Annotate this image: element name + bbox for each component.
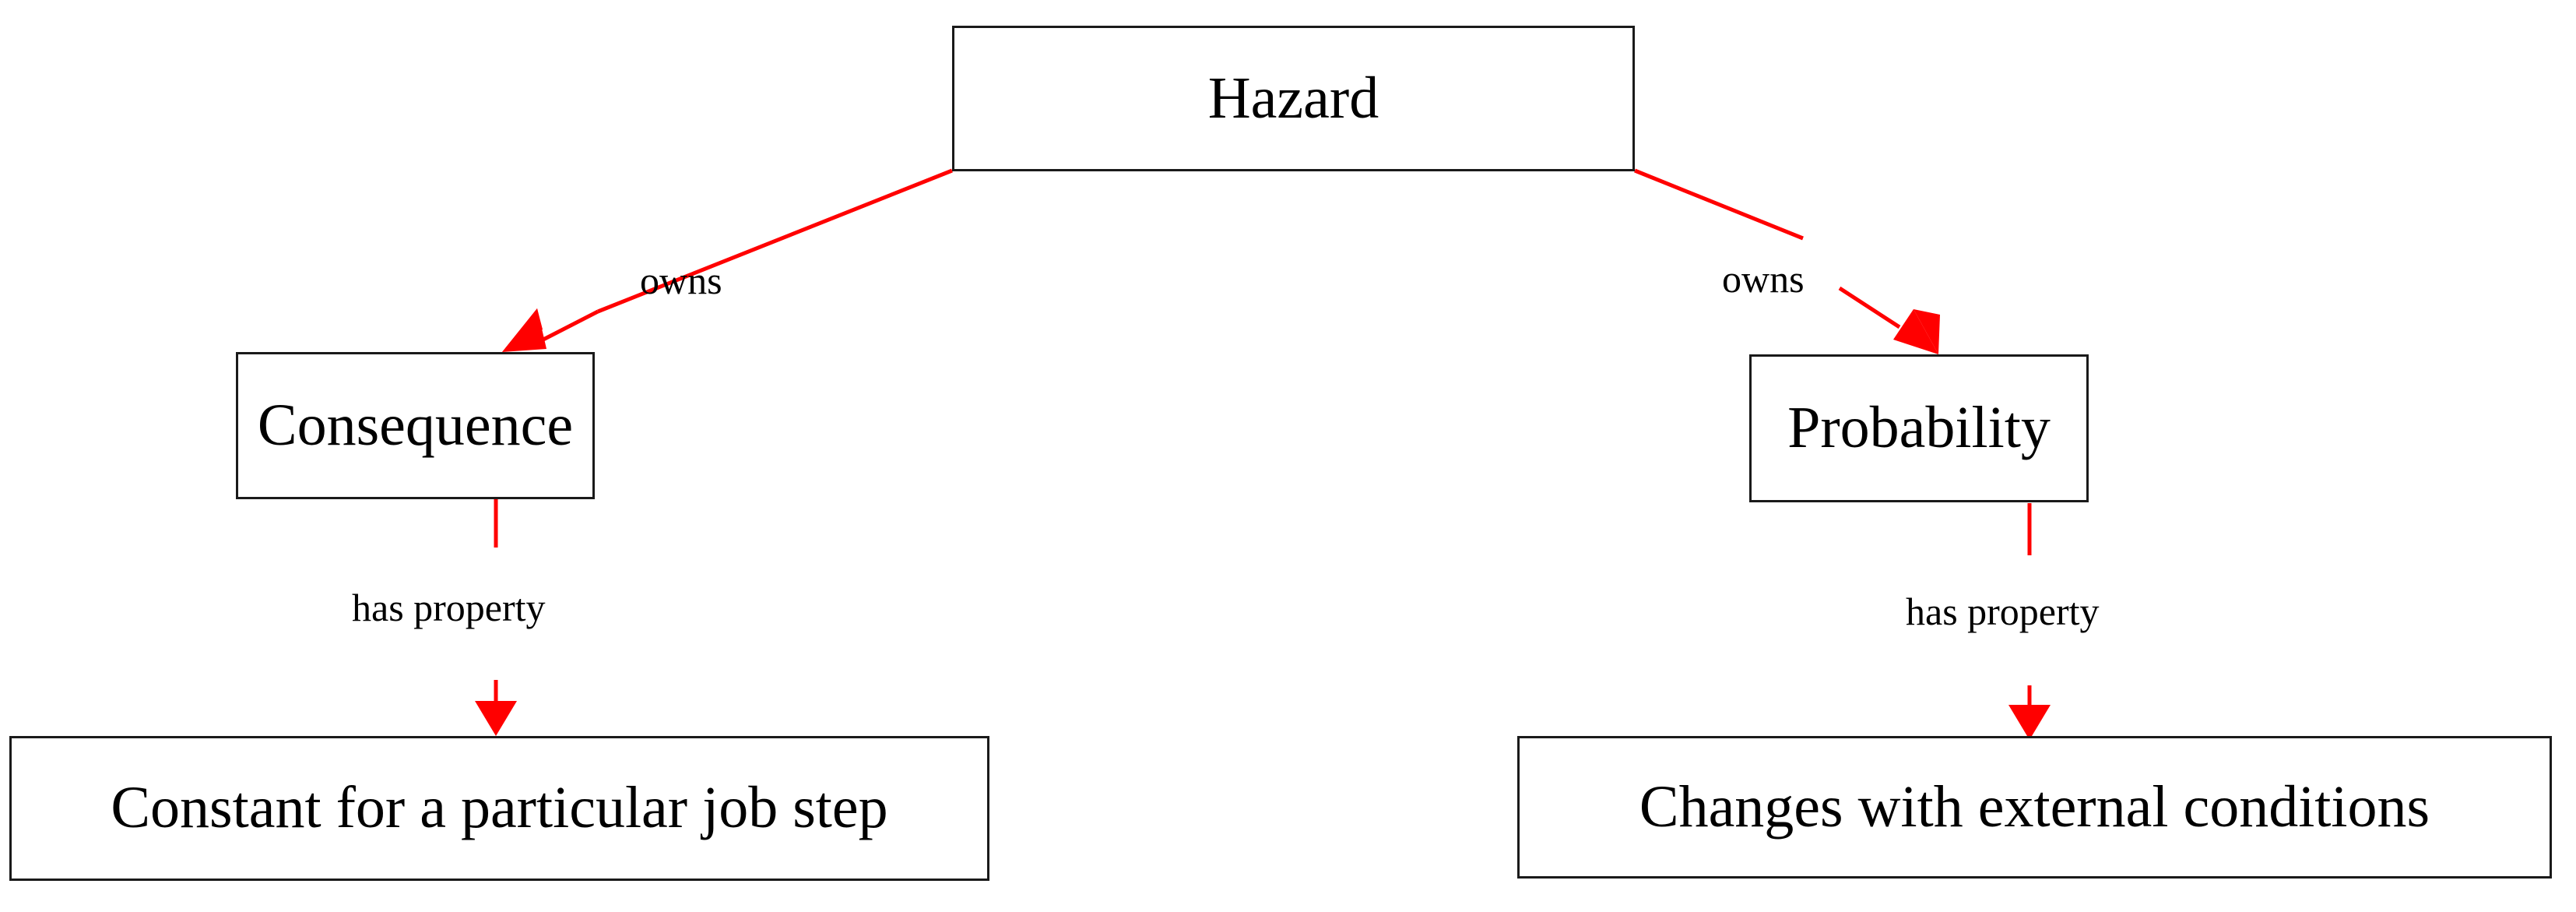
node-probability-label: Probability: [1787, 395, 2051, 461]
node-constant-for-job-step-label: Constant for a particular job step: [111, 775, 888, 841]
edge-label-owns-left: owns: [640, 259, 722, 302]
node-hazard[interactable]: Hazard: [952, 26, 1635, 171]
node-constant-for-job-step[interactable]: Constant for a particular job step: [9, 736, 989, 881]
node-consequence[interactable]: Consequence: [236, 352, 595, 499]
node-hazard-label: Hazard: [1207, 65, 1379, 131]
node-probability[interactable]: Probability: [1749, 354, 2089, 502]
node-consequence-label: Consequence: [257, 392, 574, 458]
edge-label-has-property-right: has property: [1906, 590, 2100, 633]
node-changes-with-external-conditions-label: Changes with external conditions: [1639, 773, 2430, 840]
edge-hazard-owns-consequence: [502, 168, 953, 352]
node-changes-with-external-conditions[interactable]: Changes with external conditions: [1517, 736, 2552, 879]
edge-label-has-property-left: has property: [352, 586, 546, 629]
edge-label-owns-right: owns: [1722, 257, 1805, 301]
